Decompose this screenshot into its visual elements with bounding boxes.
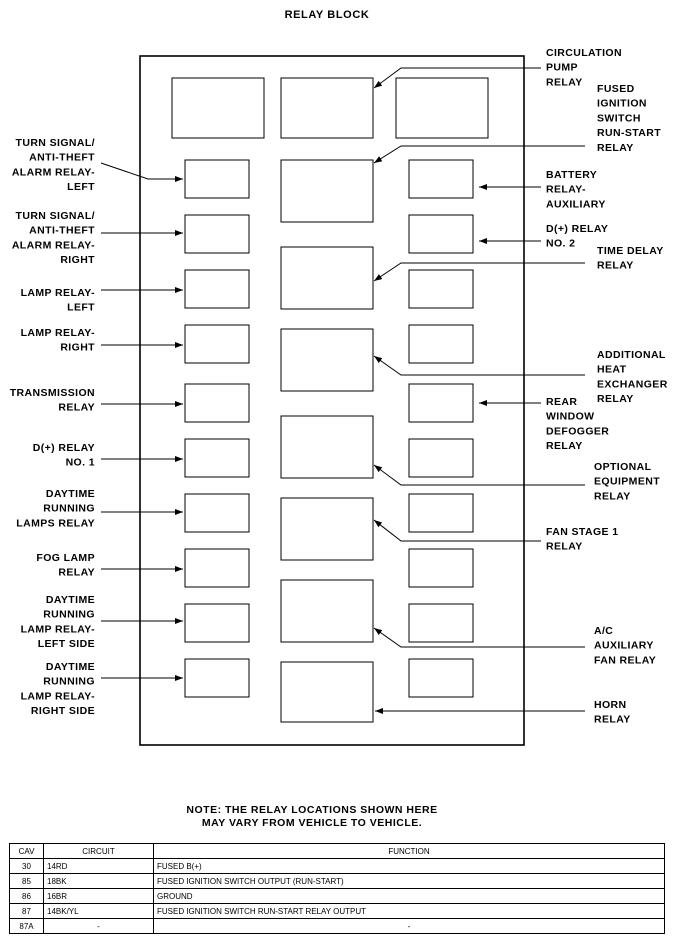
relay-socket [280, 328, 374, 392]
table-row: 87 14BK/YL FUSED IGNITION SWITCH RUN-STA… [9, 903, 665, 919]
relay-socket [408, 269, 474, 309]
header-circuit: CIRCUIT [43, 843, 154, 859]
relay-socket [184, 493, 250, 533]
relay-socket [184, 383, 250, 423]
table-row: 30 14RD FUSED B(+) [9, 858, 665, 874]
relay-socket [408, 214, 474, 254]
leader-line [373, 464, 585, 486]
cell-cav: 86 [9, 888, 44, 904]
relay-socket [408, 383, 474, 423]
cell-function: FUSED IGNITION SWITCH OUTPUT (RUN-START) [153, 873, 665, 889]
cell-function: - [153, 918, 665, 934]
leader-line [373, 145, 585, 164]
relay-socket [408, 548, 474, 588]
cell-cav: 87A [9, 918, 44, 934]
header-cav: CAV [9, 843, 44, 859]
table-row: 85 18BK FUSED IGNITION SWITCH OUTPUT (RU… [9, 873, 665, 889]
relay-socket [184, 548, 250, 588]
leader-line [373, 519, 541, 542]
note-line-1: NOTE: THE RELAY LOCATIONS SHOWN HERE [186, 804, 438, 816]
relay-socket [395, 77, 489, 139]
relay-socket [184, 658, 250, 698]
relay-socket [184, 324, 250, 364]
diagram-title: RELAY BLOCK [284, 9, 370, 21]
cell-cav: 85 [9, 873, 44, 889]
note-line-2: MAY VARY FROM VEHICLE TO VEHICLE. [201, 817, 423, 829]
relay-socket [408, 324, 474, 364]
relay-block-outline [139, 55, 525, 746]
relay-socket [280, 77, 374, 139]
relay-socket [280, 661, 374, 723]
leader-line [373, 67, 541, 89]
cell-circuit: 14BK/YL [43, 903, 154, 919]
relay-socket [280, 159, 374, 223]
relay-socket [408, 658, 474, 698]
header-function: FUNCTION [153, 843, 665, 859]
relay-socket [184, 214, 250, 254]
relay-socket [280, 497, 374, 561]
leader-line [373, 627, 585, 648]
cell-circuit: 16BR [43, 888, 154, 904]
cell-function: FUSED B(+) [153, 858, 665, 874]
relay-socket [280, 246, 374, 310]
cell-function: FUSED IGNITION SWITCH RUN-START RELAY OU… [153, 903, 665, 919]
relay-socket [408, 438, 474, 478]
cell-function: GROUND [153, 888, 665, 904]
table-header-row: CAV CIRCUIT FUNCTION [9, 843, 665, 859]
note: NOTE: THE RELAY LOCATIONS SHOWN HERE MAY… [0, 804, 624, 830]
cell-cav: 87 [9, 903, 44, 919]
label-lamp-relay-right: LAMP RELAY-RIGHT [21, 327, 96, 354]
relay-socket [171, 77, 265, 139]
relay-socket [408, 159, 474, 199]
cell-circuit: 18BK [43, 873, 154, 889]
leader-line [373, 355, 585, 376]
leader-line [373, 262, 585, 282]
relay-socket [280, 579, 374, 643]
cavity-table: CAV CIRCUIT FUNCTION 30 14RD FUSED B(+) … [9, 843, 665, 934]
relay-socket [408, 493, 474, 533]
relay-socket [184, 269, 250, 309]
table-row: 86 16BR GROUND [9, 888, 665, 904]
relay-socket [184, 603, 250, 643]
cell-cav: 30 [9, 858, 44, 874]
label-lamp-relay-left: LAMP RELAY-LEFT [21, 287, 96, 314]
relay-socket [280, 415, 374, 479]
relay-socket [184, 159, 250, 199]
cell-circuit: 14RD [43, 858, 154, 874]
cell-circuit: - [43, 918, 154, 934]
leader-line [100, 162, 183, 182]
relay-socket [408, 603, 474, 643]
relay-socket [184, 438, 250, 478]
table-row: 87A - - [9, 918, 665, 934]
